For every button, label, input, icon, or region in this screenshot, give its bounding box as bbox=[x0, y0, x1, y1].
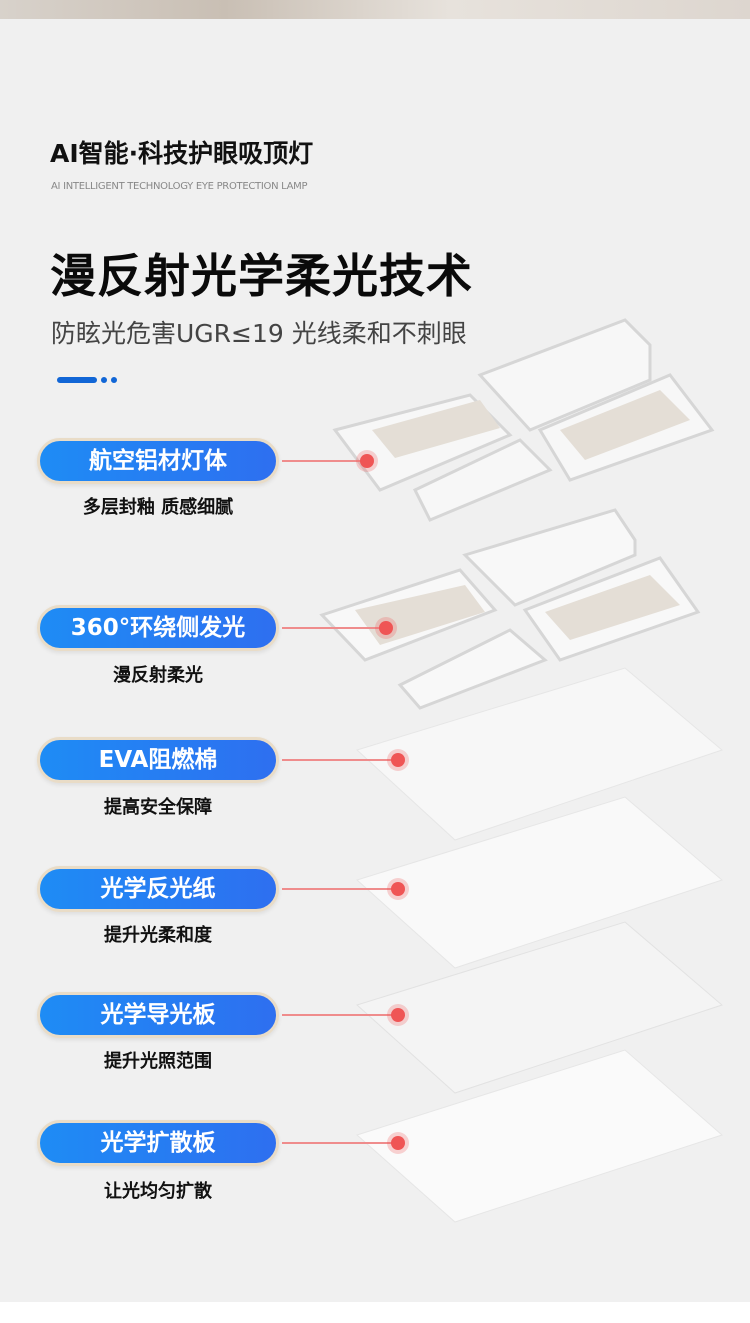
layer-label-pill: EVA阻燃棉 bbox=[37, 737, 279, 783]
diffuser-layer bbox=[356, 1049, 723, 1223]
layer-label-pill: 光学扩散板 bbox=[37, 1120, 279, 1166]
pointer-line bbox=[282, 460, 367, 462]
decor-dot bbox=[111, 377, 117, 383]
pointer-line bbox=[282, 759, 398, 761]
layer-caption: 提升光照范围 bbox=[104, 1051, 212, 1072]
decor-bar bbox=[57, 377, 97, 383]
layer-caption: 多层封釉 质感细腻 bbox=[82, 497, 234, 518]
pointer-dot bbox=[379, 621, 393, 635]
layer-caption: 提升光柔和度 bbox=[104, 925, 212, 946]
pointer-line bbox=[282, 888, 398, 890]
layer-caption: 让光均匀扩散 bbox=[104, 1181, 212, 1202]
product-title: AI智能·科技护眼吸顶灯 bbox=[50, 139, 314, 168]
layer-label-pill: 光学反光纸 bbox=[37, 866, 279, 912]
pointer-line bbox=[282, 627, 386, 629]
layer-label-pill: 光学导光板 bbox=[37, 992, 279, 1038]
layer-label-pill: 航空铝材灯体 bbox=[37, 438, 279, 484]
layer-caption: 漫反射柔光 bbox=[113, 665, 203, 686]
product-title-en: AI INTELLIGENT TECHNOLOGY EYE PROTECTION… bbox=[51, 181, 308, 192]
layer-label-pill: 360°环绕侧发光 bbox=[37, 605, 279, 651]
pointer-dot bbox=[391, 1008, 405, 1022]
layer-caption: 提高安全保障 bbox=[104, 797, 212, 818]
pointer-line bbox=[282, 1014, 398, 1016]
decor-dot bbox=[101, 377, 107, 383]
pointer-dot bbox=[391, 882, 405, 896]
pointer-dot bbox=[360, 454, 374, 468]
pointer-line bbox=[282, 1142, 398, 1144]
subheadline: 防眩光危害UGR≤19 光线柔和不刺眼 bbox=[51, 319, 467, 348]
product-photo-strip bbox=[0, 0, 750, 19]
pointer-dot bbox=[391, 1136, 405, 1150]
light-guide-layer bbox=[356, 921, 723, 1094]
lamp-body-layer bbox=[332, 318, 715, 522]
pointer-dot bbox=[391, 753, 405, 767]
reflective-paper-layer bbox=[356, 796, 723, 969]
headline: 漫反射光学柔光技术 bbox=[50, 249, 473, 303]
eva-layer bbox=[356, 667, 723, 841]
side-light-layer bbox=[319, 508, 701, 710]
